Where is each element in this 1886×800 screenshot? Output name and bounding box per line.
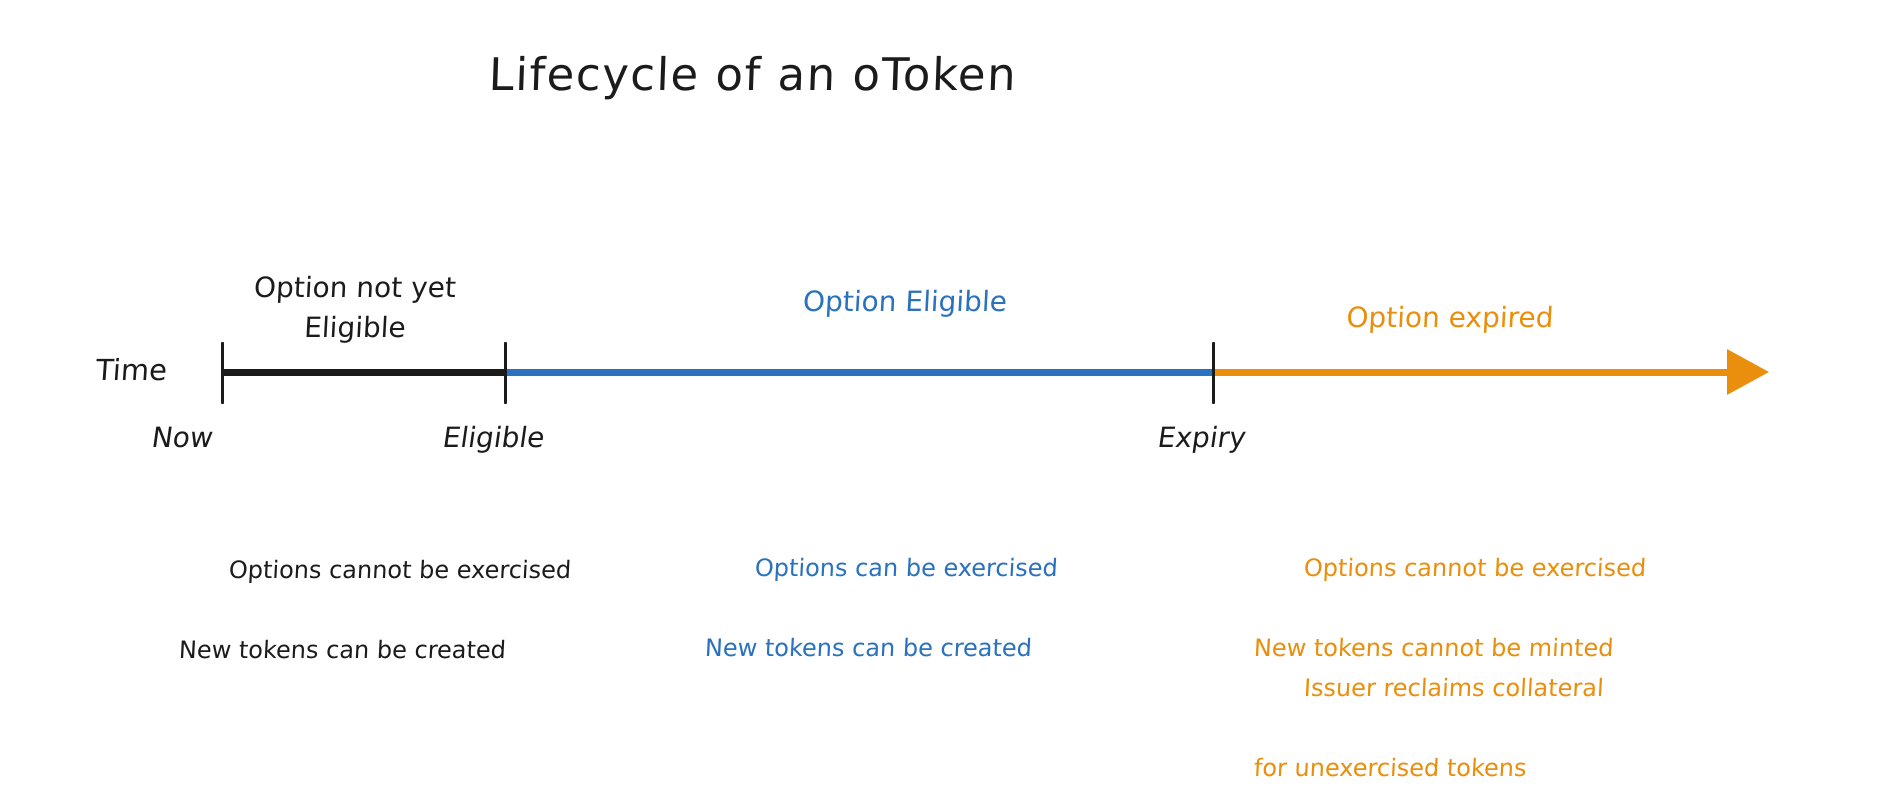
note-not-eligible: Options cannot be exercised New tokens c… xyxy=(174,510,575,750)
axis-time-label: Time xyxy=(94,353,169,387)
timeline-segment-not-eligible xyxy=(222,369,507,376)
phase-heading-not-eligible-line1: Option not yet xyxy=(253,271,457,304)
timeline-segment-expired xyxy=(1213,369,1731,376)
phase-heading-eligible: Option Eligible xyxy=(802,285,1008,318)
phase-heading-not-eligible-line2: Eligible xyxy=(303,311,407,344)
tick-eligible xyxy=(504,342,507,404)
note-eligible-line2: New tokens can be created xyxy=(704,634,1033,662)
note-eligible-line1: Options can be exercised xyxy=(754,554,1059,582)
timeline-arrow-icon xyxy=(1727,349,1769,395)
tick-now xyxy=(221,342,224,404)
tick-label-now: Now xyxy=(149,421,216,454)
note-not-eligible-line1: Options cannot be exercised xyxy=(228,556,572,584)
tick-label-expiry: Expiry xyxy=(1155,421,1249,454)
note-expired-secondary: Issuer reclaims collateral for unexercis… xyxy=(1249,628,1607,800)
tick-expiry xyxy=(1212,342,1215,404)
note-expired-primary-line1: Options cannot be exercised xyxy=(1303,554,1647,582)
timeline-segment-eligible xyxy=(505,369,1215,376)
note-eligible: Options can be exercised New tokens can … xyxy=(700,508,1061,748)
tick-label-eligible: Eligible xyxy=(440,421,547,454)
note-expired-secondary-line1: Issuer reclaims collateral xyxy=(1303,674,1605,702)
note-expired-secondary-line2: for unexercised tokens xyxy=(1253,754,1528,782)
note-not-eligible-line2: New tokens can be created xyxy=(178,636,507,664)
phase-heading-expired: Option expired xyxy=(1345,301,1555,334)
